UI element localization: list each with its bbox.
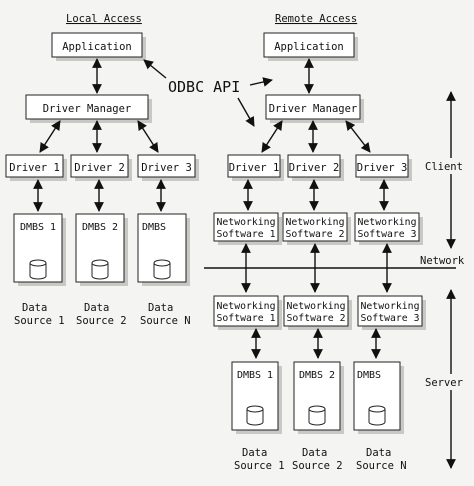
database-icon xyxy=(153,259,171,280)
local-dbms-1-label: DMBS 1 xyxy=(20,222,56,233)
client-networking-2-line1: Networking xyxy=(286,217,345,228)
client-networking-2-box: Networking Software 2 xyxy=(282,212,351,245)
server-networking-2-line2: Software 2 xyxy=(287,313,346,324)
remote-data-source-n-line1: Data xyxy=(366,447,391,459)
server-networking-2-line1: Networking xyxy=(287,301,346,312)
local-driver-manager-box: Driver Manager xyxy=(25,94,152,123)
remote-access-heading: Remote Access xyxy=(275,13,357,25)
client-networking-2-line2: Software 2 xyxy=(286,229,345,240)
local-data-source-2-line1: Data xyxy=(84,302,109,314)
local-dbms-n-box: DMBS xyxy=(137,213,190,286)
remote-driver-3-label: Driver 3 xyxy=(357,162,408,174)
database-icon xyxy=(246,405,264,426)
server-networking-1-box: Networking Software 1 xyxy=(213,295,282,330)
local-dbms-2-box: DMBS 2 xyxy=(75,213,128,286)
server-networking-3-box: Networking Software 3 xyxy=(357,295,426,330)
server-label: Server xyxy=(425,377,463,389)
remote-application-box: Application xyxy=(263,32,358,61)
remote-driver-2-box: Driver 2 xyxy=(287,154,344,181)
database-icon xyxy=(308,405,326,426)
local-driver-1-label: Driver 1 xyxy=(9,162,60,174)
server-networking-1-line2: Software 1 xyxy=(217,313,276,324)
remote-dbms-n-box: DMBS xyxy=(353,361,404,434)
client-label: Client xyxy=(425,161,463,173)
network-label: Network xyxy=(420,255,465,267)
remote-dbms-1-label: DMBS 1 xyxy=(237,370,273,381)
remote-dbms-2-label: DMBS 2 xyxy=(299,370,335,381)
server-networking-3-line1: Networking xyxy=(361,301,420,312)
local-dbms-n-label: DMBS xyxy=(142,222,166,233)
database-icon xyxy=(368,405,386,426)
odbc-api-arrow-right xyxy=(249,77,273,87)
remote-driver-3-box: Driver 3 xyxy=(355,154,412,181)
remote-dbms-n-label: DMBS xyxy=(357,370,381,381)
remote-driver-2-label: Driver 2 xyxy=(289,162,340,174)
server-networking-2-box: Networking Software 2 xyxy=(283,295,352,330)
client-networking-1-line1: Networking xyxy=(217,217,276,228)
odbc-api-arrow-down xyxy=(237,97,255,127)
local-data-source-1-line1: Data xyxy=(22,302,47,314)
remote-data-source-1-line2: Source 1 xyxy=(234,460,285,472)
client-networking-3-box: Networking Software 3 xyxy=(354,212,423,245)
remote-driver-1-label: Driver 1 xyxy=(229,162,280,174)
remote-data-source-2-line1: Data xyxy=(302,447,327,459)
local-driver-manager-label: Driver Manager xyxy=(43,103,132,115)
server-networking-1-line1: Networking xyxy=(217,301,276,312)
local-driver-2-label: Driver 2 xyxy=(74,162,125,174)
odbc-api-arrow-left xyxy=(143,59,167,79)
local-driver-3-label: Driver 3 xyxy=(141,162,192,174)
server-networking-3-line2: Software 3 xyxy=(361,313,420,324)
client-networking-1-line2: Software 1 xyxy=(217,229,276,240)
remote-application-label: Application xyxy=(274,41,344,53)
remote-driver-manager-box: Driver Manager xyxy=(265,94,364,123)
remote-driver-manager-label: Driver Manager xyxy=(269,103,358,115)
client-networking-3-line1: Networking xyxy=(358,217,417,228)
database-icon xyxy=(29,259,47,280)
local-driver-3-box: Driver 3 xyxy=(137,154,199,181)
local-data-source-1-line2: Source 1 xyxy=(14,315,65,327)
local-application-label: Application xyxy=(62,41,132,53)
remote-data-source-1-line1: Data xyxy=(242,447,267,459)
odbc-api-label: ODBC API xyxy=(168,78,240,96)
local-driver-1-box: Driver 1 xyxy=(5,154,67,181)
local-dbms-1-box: DMBS 1 xyxy=(13,213,66,286)
local-application-box: Application xyxy=(51,32,146,61)
remote-driver-1-box: Driver 1 xyxy=(227,154,284,181)
database-icon xyxy=(91,259,109,280)
local-data-source-n-line2: Source N xyxy=(140,315,191,327)
local-driver-2-box: Driver 2 xyxy=(70,154,132,181)
local-dbms-2-label: DMBS 2 xyxy=(82,222,118,233)
local-access-heading: Local Access xyxy=(66,13,142,25)
client-networking-1-box: Networking Software 1 xyxy=(213,212,282,245)
local-data-source-n-line1: Data xyxy=(148,302,173,314)
local-data-source-2-line2: Source 2 xyxy=(76,315,127,327)
remote-data-source-n-line2: Source N xyxy=(356,460,407,472)
client-networking-3-line2: Software 3 xyxy=(358,229,417,240)
remote-dbms-1-box: DMBS 1 xyxy=(231,361,282,434)
remote-dbms-2-box: DMBS 2 xyxy=(293,361,344,434)
remote-data-source-2-line2: Source 2 xyxy=(292,460,343,472)
